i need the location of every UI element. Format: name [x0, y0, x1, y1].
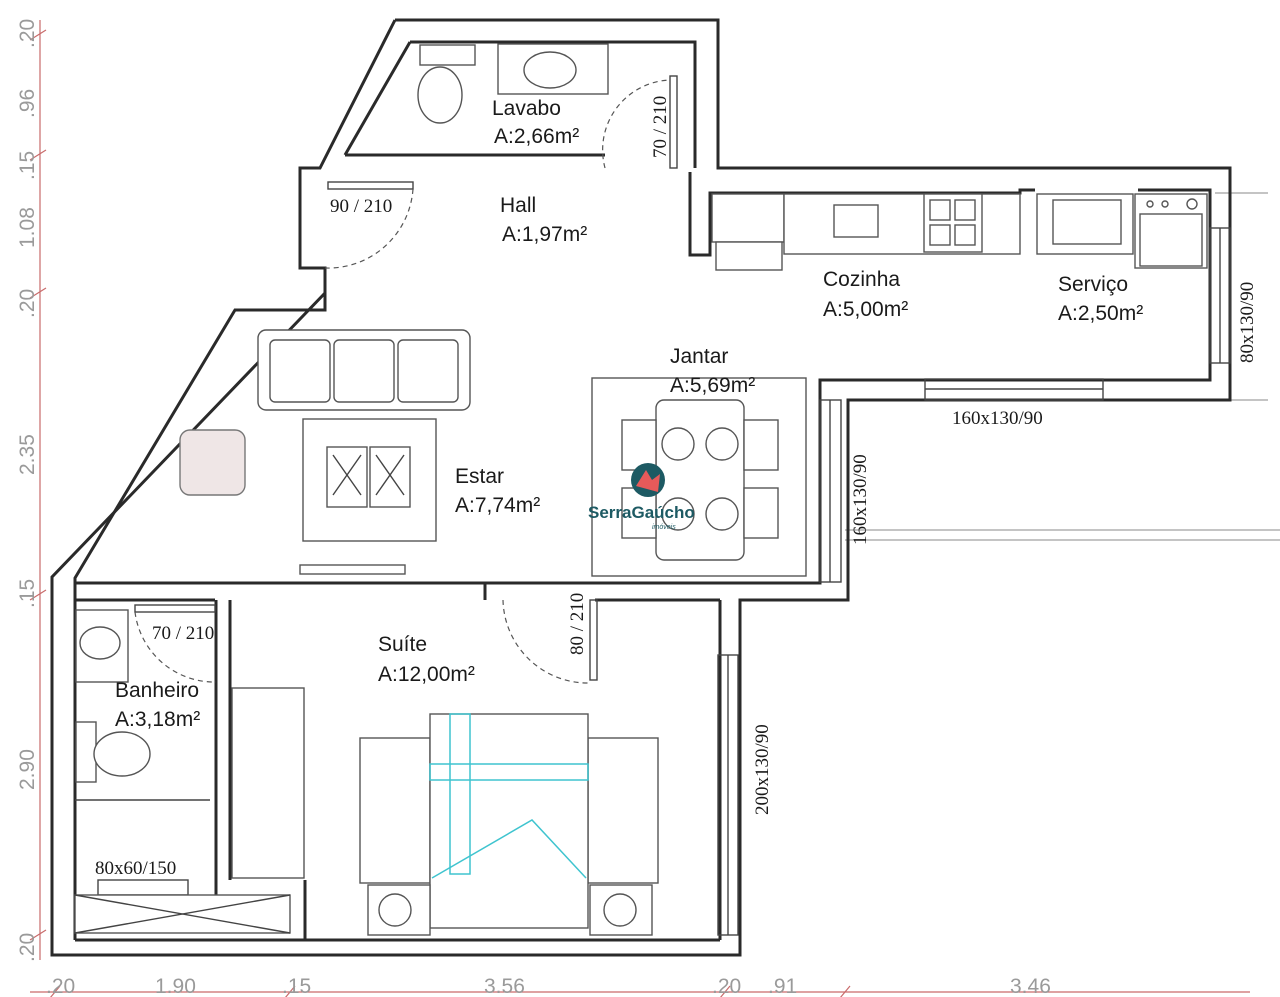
walls [50, 18, 1232, 957]
jantar-area: A:5,69m² [670, 374, 755, 397]
dim-left-0: .20 [16, 19, 39, 48]
dimension-guides [29, 20, 1280, 997]
suite-window-label: 200x130/90 [752, 724, 773, 815]
left-dimensions: .20 .96 .15 1.08 .20 2.35 .15 2.90 .20 [16, 19, 39, 962]
dim-left-7: 2.90 [16, 749, 39, 790]
dim-bottom-0: .20 [46, 975, 75, 997]
banheiro-area: A:3,18m² [115, 708, 200, 731]
lavabo-area: A:2,66m² [494, 125, 579, 148]
dim-left-4: .20 [16, 289, 39, 318]
doors [134, 75, 678, 684]
estar-area: A:7,74m² [455, 494, 540, 517]
dim-bottom-1: 1.90 [155, 975, 196, 997]
cozinha-area: A:5,00m² [823, 298, 908, 321]
dim-left-6: .15 [16, 579, 39, 608]
opening-labels: 70 / 210 90 / 210 80x130/90 160x130/90 1… [95, 96, 1258, 879]
suite-furniture [231, 687, 659, 936]
bottom-dimensions: .20 1.90 .15 3.56 .20 .91 3.46 [46, 975, 1051, 997]
dining-furniture [591, 377, 807, 577]
dim-bottom-5: .91 [768, 975, 797, 997]
estar-name: Estar [455, 465, 504, 488]
windows [97, 227, 1231, 936]
dim-bottom-3: 3.56 [484, 975, 525, 997]
dim-left-1: .96 [16, 89, 39, 118]
dim-left-3: 1.08 [16, 207, 39, 248]
bath-fixtures [74, 609, 291, 934]
hall-name: Hall [500, 194, 536, 217]
shower-window-label: 80x60/150 [95, 858, 176, 879]
suite-name: Suíte [378, 633, 427, 656]
watermark-logo: SerraGaúcho imóveis [588, 463, 695, 531]
service-window-label: 80x130/90 [1237, 282, 1258, 363]
lavabo-fixtures [417, 43, 609, 124]
room-labels: Lavabo A:2,66m² Hall A:1,97m² Cozinha A:… [115, 97, 1143, 731]
dim-bottom-6: 3.46 [1010, 975, 1051, 997]
cozinha-name: Cozinha [823, 268, 900, 291]
watermark-brand: SerraGaúcho [588, 503, 695, 522]
dim-left-8: .20 [16, 933, 39, 962]
lavabo-door-label: 70 / 210 [650, 96, 671, 158]
dining-window-label: 160x130/90 [850, 454, 871, 545]
dim-left-2: .15 [16, 151, 39, 180]
suite-area: A:12,00m² [378, 663, 475, 686]
lavabo-name: Lavabo [492, 97, 561, 120]
servico-area: A:2,50m² [1058, 302, 1143, 325]
servico-name: Serviço [1058, 273, 1128, 296]
entry-door-label: 90 / 210 [330, 196, 392, 217]
dim-left-5: 2.35 [16, 434, 39, 475]
bath-door-label: 70 / 210 [152, 623, 214, 644]
watermark-sub: imóveis [652, 524, 676, 531]
dim-bottom-4: .20 [712, 975, 741, 997]
dim-bottom-2: .15 [282, 975, 311, 997]
banheiro-name: Banheiro [115, 679, 199, 702]
jantar-name: Jantar [670, 345, 728, 368]
suite-door-label: 80 / 210 [567, 593, 588, 655]
living-furniture [179, 329, 471, 575]
kitchen-window-label: 160x130/90 [952, 408, 1043, 429]
kitchen-fixtures [711, 193, 1208, 271]
hall-area: A:1,97m² [502, 223, 587, 246]
